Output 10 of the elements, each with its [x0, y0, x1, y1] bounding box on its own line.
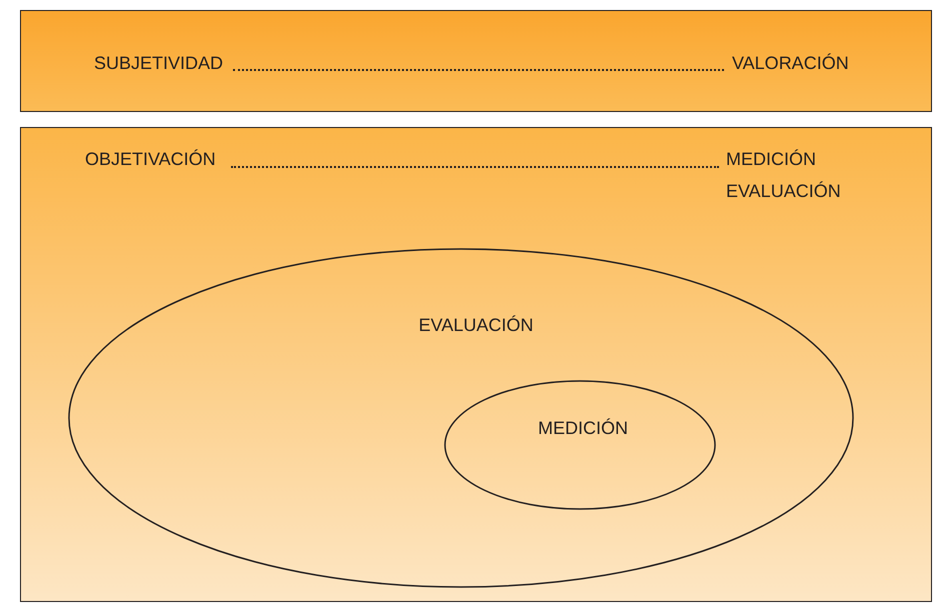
panel-box: [20, 127, 932, 602]
term-label: MEDICIÓN: [538, 417, 628, 440]
term-label: EVALUACIÓN: [418, 314, 534, 337]
term-label: MEDICIÓN EVALUACIÓN: [726, 148, 842, 203]
term-label: SUBJETIVIDAD: [94, 52, 224, 75]
term-label: OBJETIVACIÓN: [85, 148, 216, 171]
banner-box: [20, 10, 932, 112]
term-label: VALORACIÓN: [732, 52, 849, 75]
outer-ellipse: [68, 248, 854, 588]
inner-ellipse: [444, 380, 716, 510]
